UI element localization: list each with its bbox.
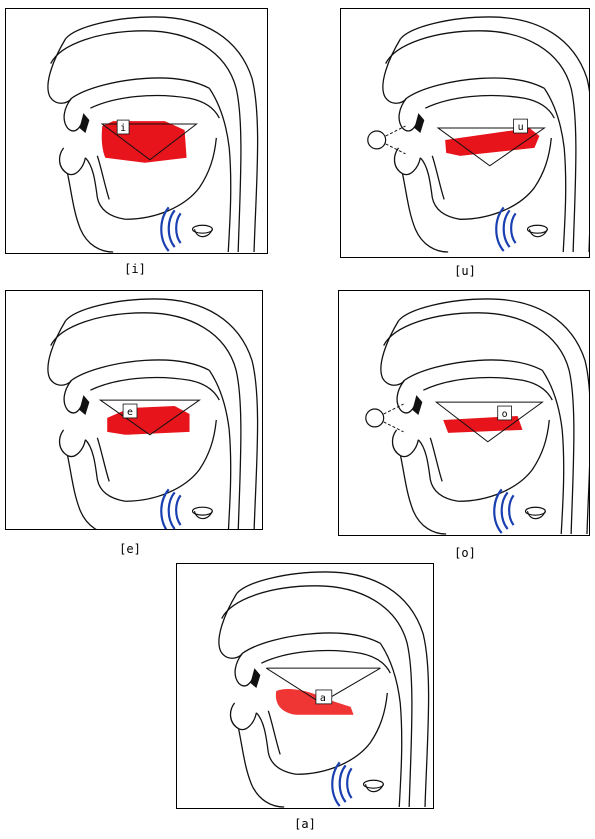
vowel-label-o: o [502,409,508,420]
vowel-label-e: e [127,407,133,418]
tongue-e [107,406,189,435]
caption-a: [a] [280,817,330,831]
vocal-tract-a-drawing: a [177,564,433,808]
vocal-tract-u-drawing: u [341,9,589,257]
diagram-panel-a: a [176,563,434,809]
sound-wave-icon [332,762,351,806]
caption-i: [i] [110,262,160,276]
diagram-panel-e: e [5,290,263,530]
tongue-a [276,689,354,715]
sound-wave-icon [161,207,180,251]
sound-wave-icon [496,207,515,251]
vocal-tract-o-drawing: o [339,291,589,535]
vocal-tract-e-drawing: e [6,291,262,529]
diagram-panel-i: i [5,8,268,254]
diagram-panel-o: o [338,290,590,536]
rounded-lips-icon [368,131,386,149]
vowel-label-i: i [120,123,126,134]
caption-o: [o] [440,546,490,560]
caption-e: [e] [105,542,155,556]
caption-u: [u] [440,264,490,278]
vowel-label-a: a [320,693,326,704]
diagram-panel-u: u [340,8,590,258]
sound-wave-icon [494,489,513,533]
vowel-label-u: u [518,122,524,133]
vocal-tract-i-drawing: i [6,9,267,253]
rounded-lips-icon [366,409,384,427]
sound-wave-icon [161,489,180,529]
